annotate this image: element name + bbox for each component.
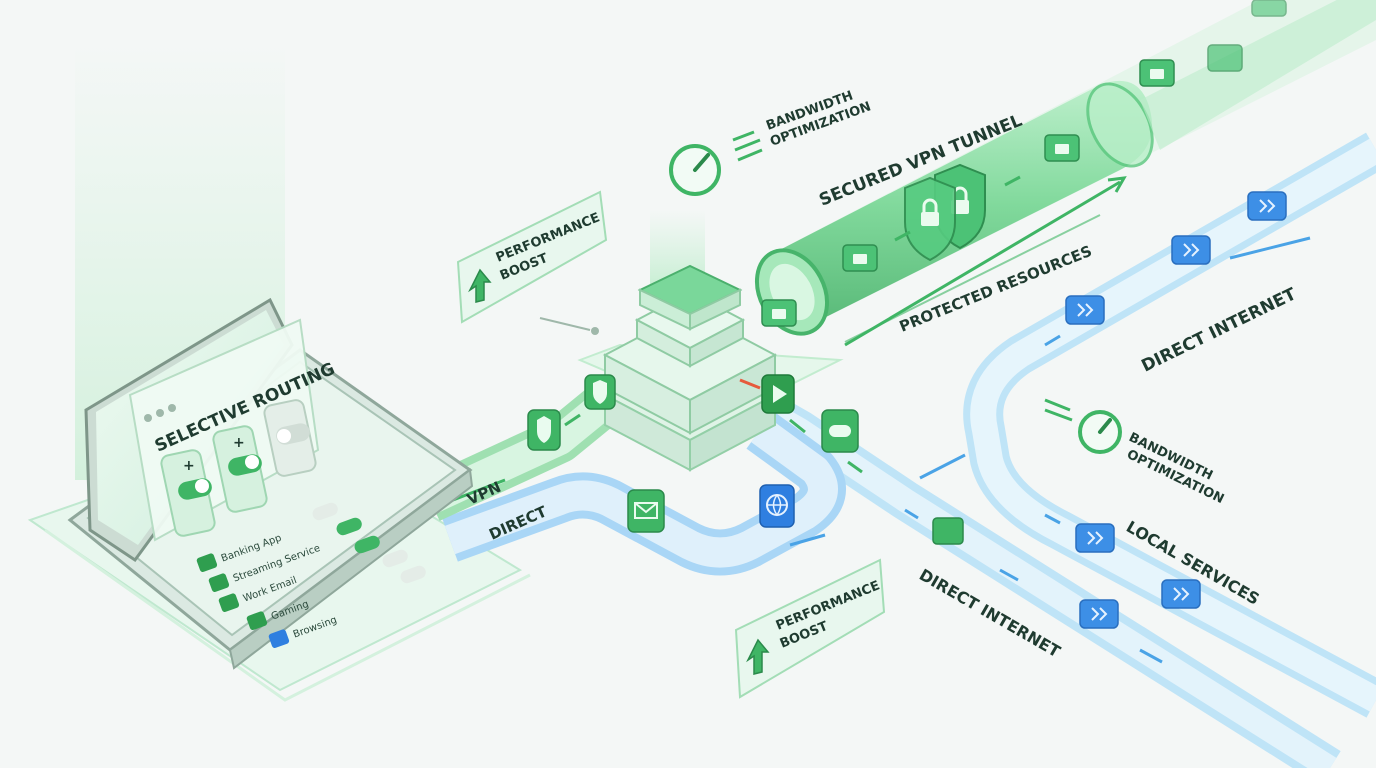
app-toggles	[311, 501, 428, 585]
app-toggle[interactable]	[311, 501, 340, 522]
up-arrow-icon	[468, 268, 492, 303]
envelope-icon	[218, 593, 240, 612]
globe-icon	[268, 629, 290, 648]
routing-hub	[602, 264, 778, 472]
hub-app-icons	[527, 374, 964, 545]
app-toggle[interactable]	[335, 516, 364, 537]
performance-boost-bottom: PERFORMANCE BOOST	[734, 558, 886, 699]
laptop	[67, 297, 474, 670]
globe-icon	[759, 484, 795, 528]
arrow-tile	[932, 517, 964, 545]
lock-tile	[1251, 0, 1287, 17]
lock-tile	[1207, 44, 1243, 72]
app-toggle[interactable]	[353, 534, 382, 555]
svg-text:+: +	[183, 458, 195, 474]
vpn-tunnel	[754, 0, 1376, 347]
app-toggle[interactable]	[399, 564, 428, 585]
right-internet-loop	[963, 132, 1376, 718]
play-icon	[208, 573, 230, 592]
selective-routing-panel: + + SELECTIVE ROUTING	[128, 318, 338, 542]
up-arrow-icon	[746, 638, 770, 675]
shield-icon	[196, 553, 218, 572]
direct-band	[442, 411, 846, 576]
svg-text:+: +	[233, 435, 245, 451]
app-toggle[interactable]	[381, 548, 410, 569]
gamepad-icon	[246, 611, 268, 630]
